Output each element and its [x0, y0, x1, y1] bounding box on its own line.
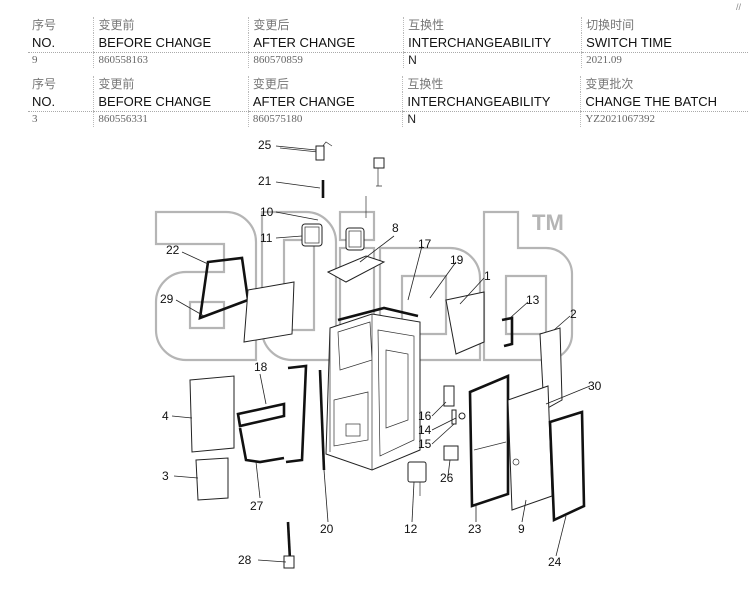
side-glass-part — [243, 281, 295, 343]
en-header-no: NO. — [28, 92, 94, 112]
en-header-interchange: INTERCHANGEABILITY — [402, 92, 581, 112]
part-8-roof-glass — [326, 255, 386, 283]
callout-29: 29 — [160, 292, 174, 306]
callout-19: 19 — [450, 253, 464, 267]
cn-header-interchange: 互换性 — [402, 76, 581, 92]
callout-20: 20 — [320, 522, 334, 536]
cn-header-batch: 变更批次 — [580, 76, 748, 92]
part-1-glass — [445, 291, 485, 355]
cn-header-no: 序号 — [32, 18, 57, 32]
cn-header-switch-time: 切换时间 — [581, 17, 748, 33]
part-28-rod — [283, 521, 295, 569]
callout-23: 23 — [468, 522, 482, 536]
callout-24: 24 — [548, 555, 562, 569]
part-25-handle — [279, 141, 333, 161]
door-frame-bar — [473, 441, 507, 451]
cn-header-before: 变更前 — [93, 76, 249, 92]
callout-4: 4 — [162, 409, 169, 423]
leader-lines — [171, 145, 591, 563]
part-12-cup — [407, 461, 427, 496]
cell-before: 860558163 — [93, 52, 249, 68]
mirror-bracket-part — [373, 157, 385, 187]
part-13-handle — [501, 316, 514, 348]
corner-mark: // — [735, 2, 741, 12]
part-20-rubber — [318, 369, 326, 471]
cn-header-interchange: 互换性 — [403, 17, 582, 33]
part-23-door-frame — [468, 374, 510, 508]
cell-interchange: N — [402, 111, 581, 127]
part-26-latch — [443, 445, 459, 461]
right-mirror-part — [345, 227, 365, 251]
cn-header-before: 变更前 — [93, 17, 249, 33]
callout-27: 27 — [250, 499, 264, 513]
callout-14: 14 — [418, 423, 432, 437]
en-header-after: AFTER CHANGE — [248, 33, 404, 53]
callout-30: 30 — [588, 379, 602, 393]
cell-before: 860556331 — [93, 111, 249, 127]
cell-no: 3 — [32, 113, 38, 125]
change-table-2: 序号 变更前 变更后 互换性 变更批次 NO. BEFORE CHANGE AF… — [28, 76, 748, 127]
cn-header-after: 变更后 — [247, 76, 403, 92]
callout-12: 12 — [404, 522, 418, 536]
cn-header-no: 序号 — [32, 77, 57, 91]
part-11-mirror — [301, 223, 323, 247]
watermark-trademark: TM — [532, 210, 564, 235]
part-27-seal — [238, 364, 308, 464]
en-header-after: AFTER CHANGE — [247, 92, 403, 112]
cell-batch: YZ2021067392 — [580, 111, 748, 127]
en-header-no: NO. — [28, 33, 94, 53]
callout-2: 2 — [570, 307, 577, 321]
change-table-1: 序号 变更前 变更后 互换性 切换时间 NO. BEFORE CHANGE AF… — [28, 17, 748, 68]
cell-after: 860575180 — [247, 111, 403, 127]
callout-11: 11 — [260, 231, 273, 245]
callout-9: 9 — [518, 522, 525, 536]
callout-25: 25 — [258, 138, 272, 152]
part-3-glass — [195, 457, 229, 501]
callout-22: 22 — [166, 243, 180, 257]
callout-21: 21 — [258, 174, 272, 188]
cab-frame — [325, 306, 421, 471]
part-18-strip — [236, 402, 286, 428]
en-header-before: BEFORE CHANGE — [93, 92, 249, 112]
callout-1: 1 — [484, 269, 491, 283]
part-4-glass — [189, 375, 235, 453]
en-header-interchange: INTERCHANGEABILITY — [403, 33, 582, 53]
door-hardware-parts — [443, 385, 466, 425]
en-header-before: BEFORE CHANGE — [93, 33, 249, 53]
callout-16: 16 — [418, 409, 432, 423]
callout-13: 13 — [526, 293, 540, 307]
cell-no: 9 — [32, 54, 38, 66]
cell-after: 860570859 — [248, 52, 404, 68]
cell-switch-time: 2021.09 — [581, 52, 748, 68]
callout-3: 3 — [162, 469, 169, 483]
callout-28: 28 — [238, 553, 252, 567]
en-header-batch: CHANGE THE BATCH — [580, 92, 748, 112]
callout-26: 26 — [440, 471, 454, 485]
part-9-door-panel — [507, 385, 553, 511]
part-24-window-seal — [548, 410, 586, 523]
callout-10: 10 — [260, 205, 274, 219]
callout-18: 18 — [254, 360, 268, 374]
cn-header-after: 变更后 — [248, 17, 404, 33]
callout-15: 15 — [418, 437, 432, 451]
en-header-switch-time: SWITCH TIME — [581, 33, 748, 53]
callout-8: 8 — [392, 221, 399, 235]
callout-17: 17 — [418, 237, 432, 251]
cell-interchange: N — [403, 52, 582, 68]
callout-labels: 25 21 10 11 22 8 17 19 1 13 2 29 18 4 16… — [160, 138, 602, 569]
